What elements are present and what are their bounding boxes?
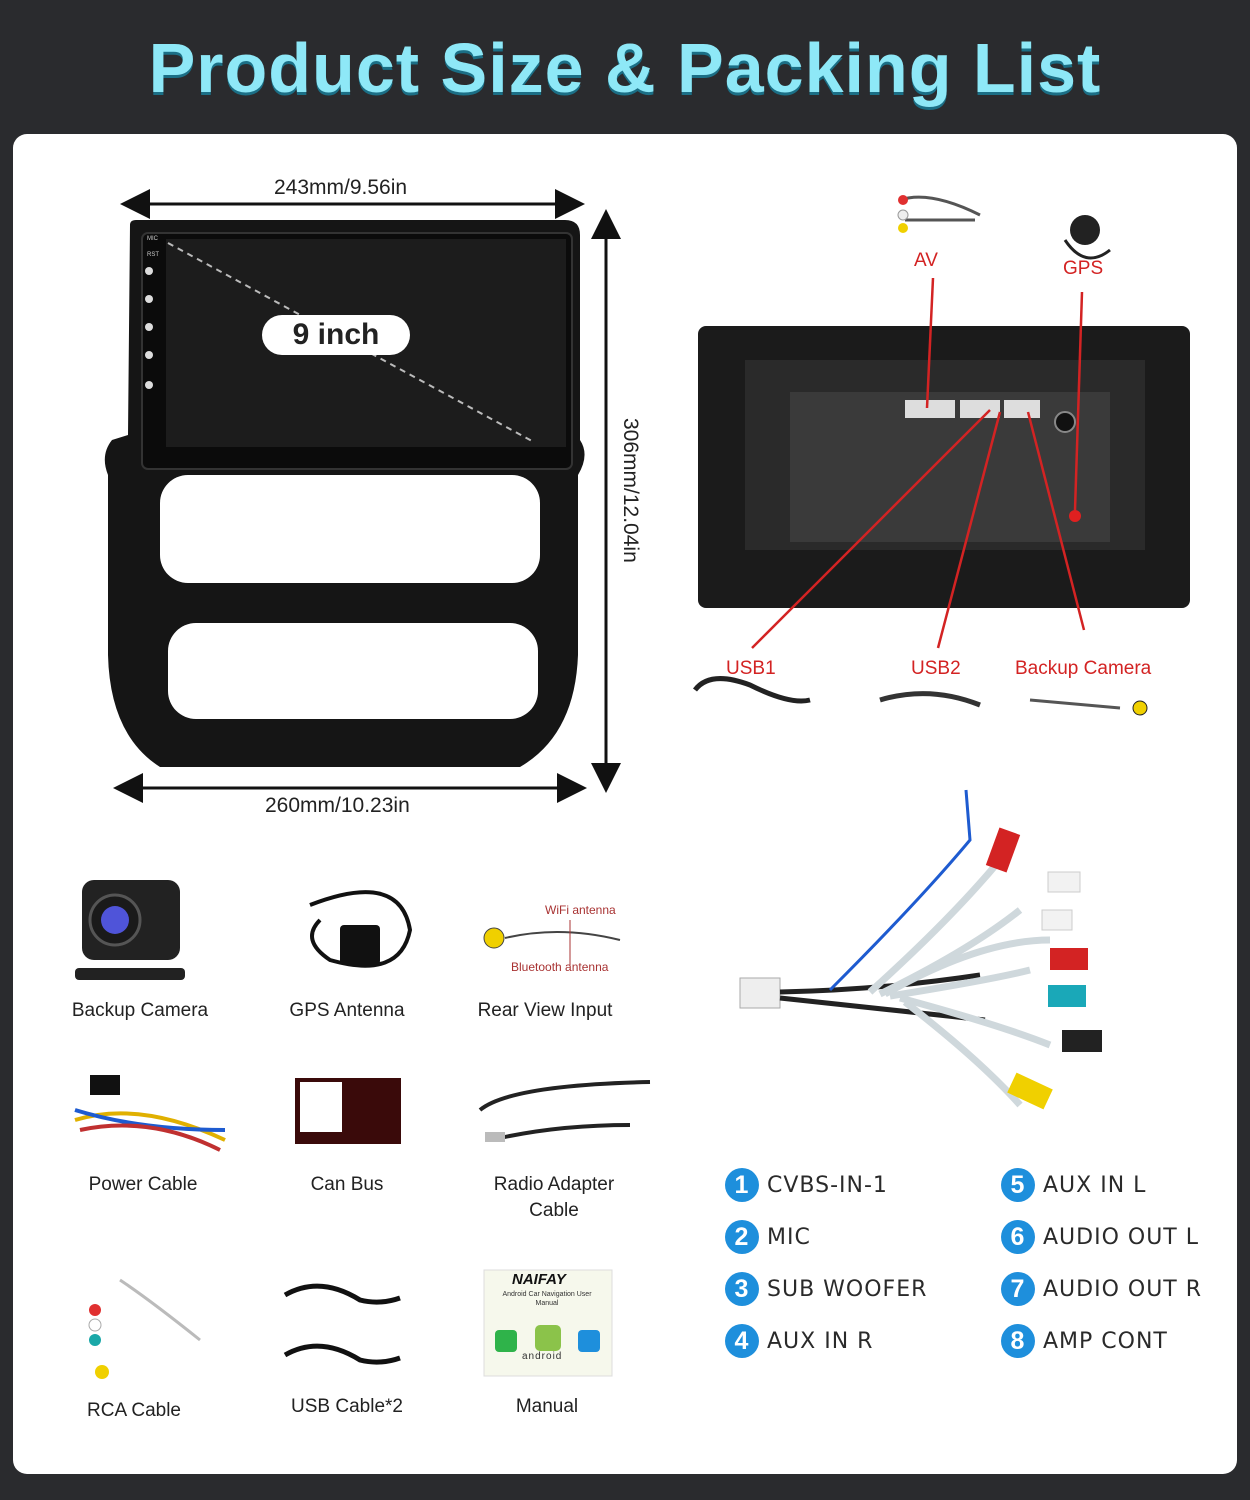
legend-label-7: AUDIO OUT R	[1043, 1276, 1203, 1302]
head-unit-rear-image	[693, 195, 1190, 716]
legend-number-3: 3	[725, 1272, 759, 1306]
legend-item-2: 2 MIC	[725, 1220, 811, 1254]
legend-item-3: 3 SUB WOOFER	[725, 1272, 927, 1306]
mic-button-label: MIC	[147, 236, 158, 242]
legend-item-6: 6 AUDIO OUT L	[1001, 1220, 1199, 1254]
packing-item-power-cable: Power Cable	[88, 1174, 198, 1195]
packing-list-images	[74, 880, 651, 1379]
packing-item-rca-cable: RCA Cable	[87, 1400, 181, 1421]
packing-item-manual: Manual	[515, 1396, 579, 1417]
legend-number-8: 8	[1001, 1324, 1035, 1358]
legend-label-2: MIC	[767, 1224, 811, 1250]
legend-item-4: 4 AUX IN R	[725, 1324, 873, 1358]
av-connector-label: AV	[914, 250, 938, 271]
packing-item-rear-view-input: Rear View Input	[477, 1000, 613, 1021]
usb2-connector-label: USB2	[911, 658, 961, 679]
packing-item-gps-antenna: GPS Antenna	[289, 1000, 405, 1021]
head-unit-front-image	[104, 220, 585, 767]
legend-item-1: 1 CVBS-IN-1	[725, 1168, 888, 1202]
usb1-connector-label: USB1	[726, 658, 776, 679]
manual-subtitle: Android Car Navigation User Manual	[502, 1291, 592, 1307]
legend-item-7: 7 AUDIO OUT R	[1001, 1272, 1202, 1306]
packing-item-can-bus: Can Bus	[310, 1174, 384, 1195]
legend-number-7: 7	[1001, 1272, 1035, 1306]
gps-connector-label: GPS	[1063, 258, 1104, 279]
bluetooth-antenna-label: Bluetooth antenna	[511, 960, 609, 974]
legend-number-1: 1	[725, 1168, 759, 1202]
legend-number-5: 5	[1001, 1168, 1035, 1202]
legend-number-4: 4	[725, 1324, 759, 1358]
legend-number-6: 6	[1001, 1220, 1035, 1254]
legend-label-8: AMP CONT	[1043, 1328, 1168, 1354]
page-title: Product Size & Packing List	[148, 29, 1102, 107]
backup-camera-connector-label: Backup Camera	[1015, 658, 1152, 679]
height-label: 306mm/12.04in	[619, 418, 642, 563]
legend-label-4: AUX IN R	[767, 1328, 874, 1354]
packing-item-radio-adapter-cable: Radio Adapter Cable	[493, 1174, 615, 1221]
wifi-antenna-label: WiFi antenna	[545, 903, 616, 917]
bottom-width-label: 260mm/10.23in	[265, 794, 410, 817]
rca-harness-image	[739, 789, 1102, 1110]
legend-item-5: 5 AUX IN L	[1001, 1168, 1146, 1202]
manual-os-logo: android	[522, 1351, 563, 1362]
legend-label-1: CVBS-IN-1	[767, 1172, 888, 1198]
rst-button-label: RST	[147, 252, 159, 258]
legend-label-3: SUB WOOFER	[767, 1276, 928, 1302]
packing-item-backup-camera: Backup Camera	[71, 1000, 209, 1021]
legend-number-2: 2	[725, 1220, 759, 1254]
top-width-label: 243mm/9.56in	[274, 176, 408, 199]
manual-brand: NAIFAY	[512, 1271, 566, 1288]
legend-label-6: AUDIO OUT L	[1043, 1224, 1199, 1250]
packing-item-usb-cable: USB Cable*2	[291, 1396, 403, 1417]
legend-item-8: 8 AMP CONT	[1001, 1324, 1168, 1358]
screen-size-badge: 9 inch	[262, 315, 410, 355]
legend-label-5: AUX IN L	[1043, 1172, 1147, 1198]
